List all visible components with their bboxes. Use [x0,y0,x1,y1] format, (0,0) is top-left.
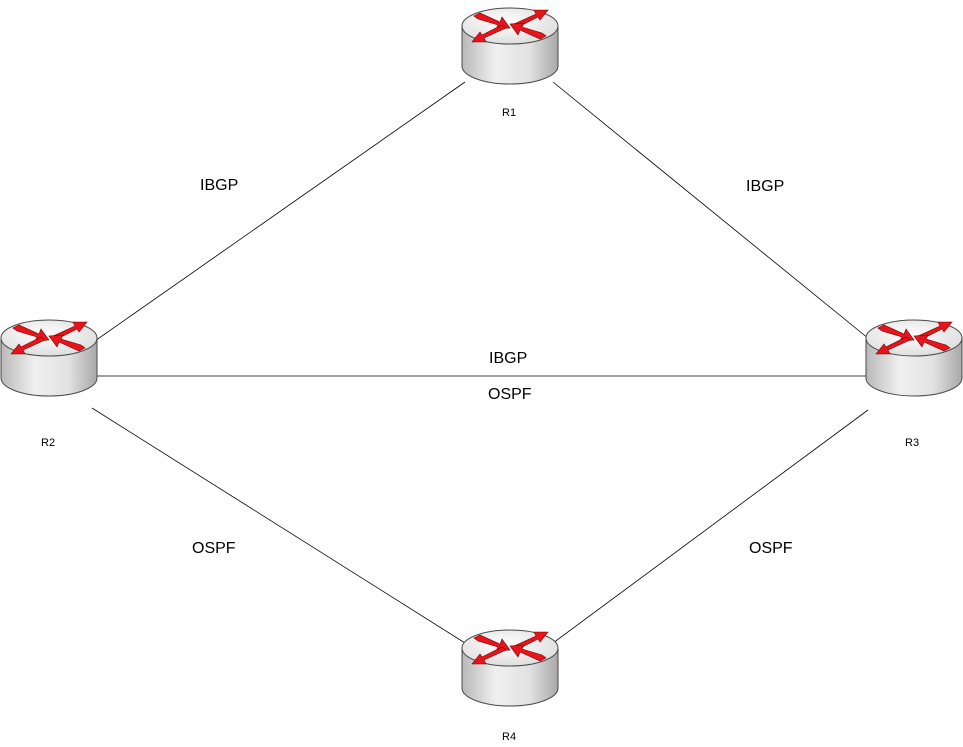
link-label-r2-r3-bottom: OSPF [488,386,532,403]
link-r3-r4 [552,409,869,644]
router-r2[interactable]: R2 [0,319,98,449]
link-r1-r2 [91,81,466,344]
link-label-r3-r4: OSPF [749,540,793,557]
router-label-r3: R3 [905,437,919,449]
router-icon [461,629,559,707]
router-label-r2: R2 [41,437,55,449]
router-label-r4: R4 [502,731,516,743]
link-r1-r3 [552,81,875,344]
router-r3[interactable]: R3 [865,319,963,449]
router-label-r1: R1 [502,107,516,119]
router-icon [865,319,963,397]
link-label-r2-r4: OSPF [192,540,236,557]
link-label-r2-r3-top: IBGP [489,350,527,367]
router-icon [0,319,98,397]
router-r1[interactable]: R1 [461,7,559,119]
link-r2-r4 [91,407,466,644]
link-label-r1-r2: IBGP [200,177,238,194]
router-r4[interactable]: R4 [461,629,559,743]
router-icon [461,7,559,85]
link-label-r1-r3: IBGP [746,178,784,195]
